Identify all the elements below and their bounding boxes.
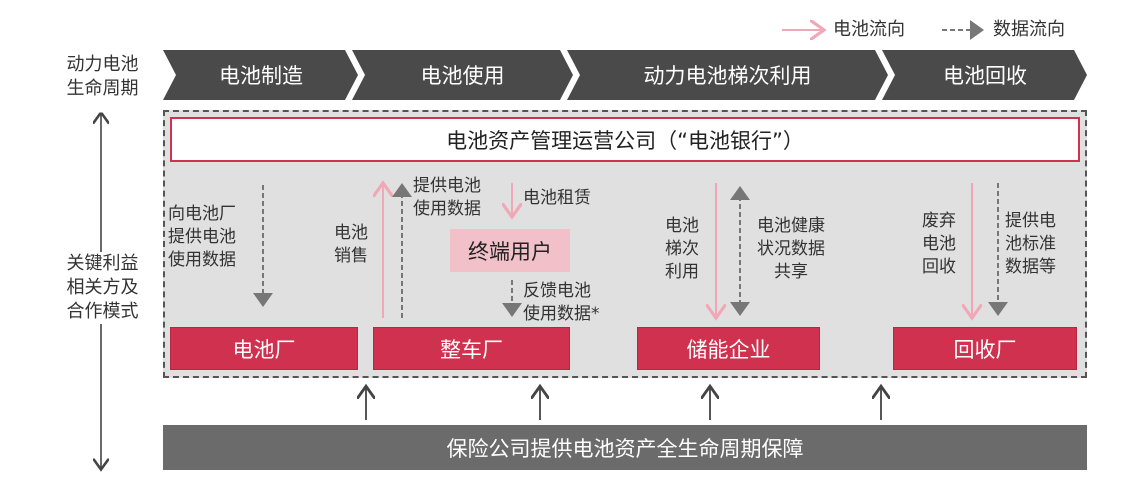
stage-label: 电池使用 <box>420 64 505 88</box>
stage-label: 电池回收 <box>943 64 1027 88</box>
flow-text: 反馈电池 使用数据* <box>523 281 600 324</box>
flow-text: 电池租赁 <box>523 188 591 208</box>
entity-automaker: 整车厂 <box>373 327 570 370</box>
lifecycle-label: 动力电池 生命周期 <box>66 54 139 99</box>
flow-text: 电池健康 状况数据 共享 <box>757 216 825 282</box>
entity-recycler: 回收厂 <box>893 327 1077 370</box>
stakeholders-label: 关键利益 相关方及 合作模式 <box>55 252 150 324</box>
stage-label: 动力电池梯次利用 <box>643 64 812 88</box>
entity-battery-maker: 电池厂 <box>170 327 358 370</box>
end-user-box: 终端用户 <box>450 229 570 272</box>
battery-bank-box: 电池资产管理运营公司（“电池银行”） <box>170 117 1080 162</box>
stage-label: 电池制造 <box>219 64 303 88</box>
flow-text: 提供电池 使用数据 <box>413 176 481 219</box>
legend-battery-flow: 电池流向 <box>833 19 905 40</box>
entity-energy-storage: 储能企业 <box>637 327 820 370</box>
insurance-bar: 保险公司提供电池资产全生命周期保障 <box>163 425 1087 470</box>
flow-text: 废弃 电池 回收 <box>922 211 956 277</box>
legend-data-flow: 数据流向 <box>993 19 1065 40</box>
flow-text: 提供电 池标准 数据等 <box>1005 211 1056 277</box>
flow-text: 向电池厂 提供电池 使用数据 <box>168 204 236 270</box>
flow-text: 电池 销售 <box>334 223 368 266</box>
flow-text: 电池 梯次 利用 <box>665 216 699 282</box>
